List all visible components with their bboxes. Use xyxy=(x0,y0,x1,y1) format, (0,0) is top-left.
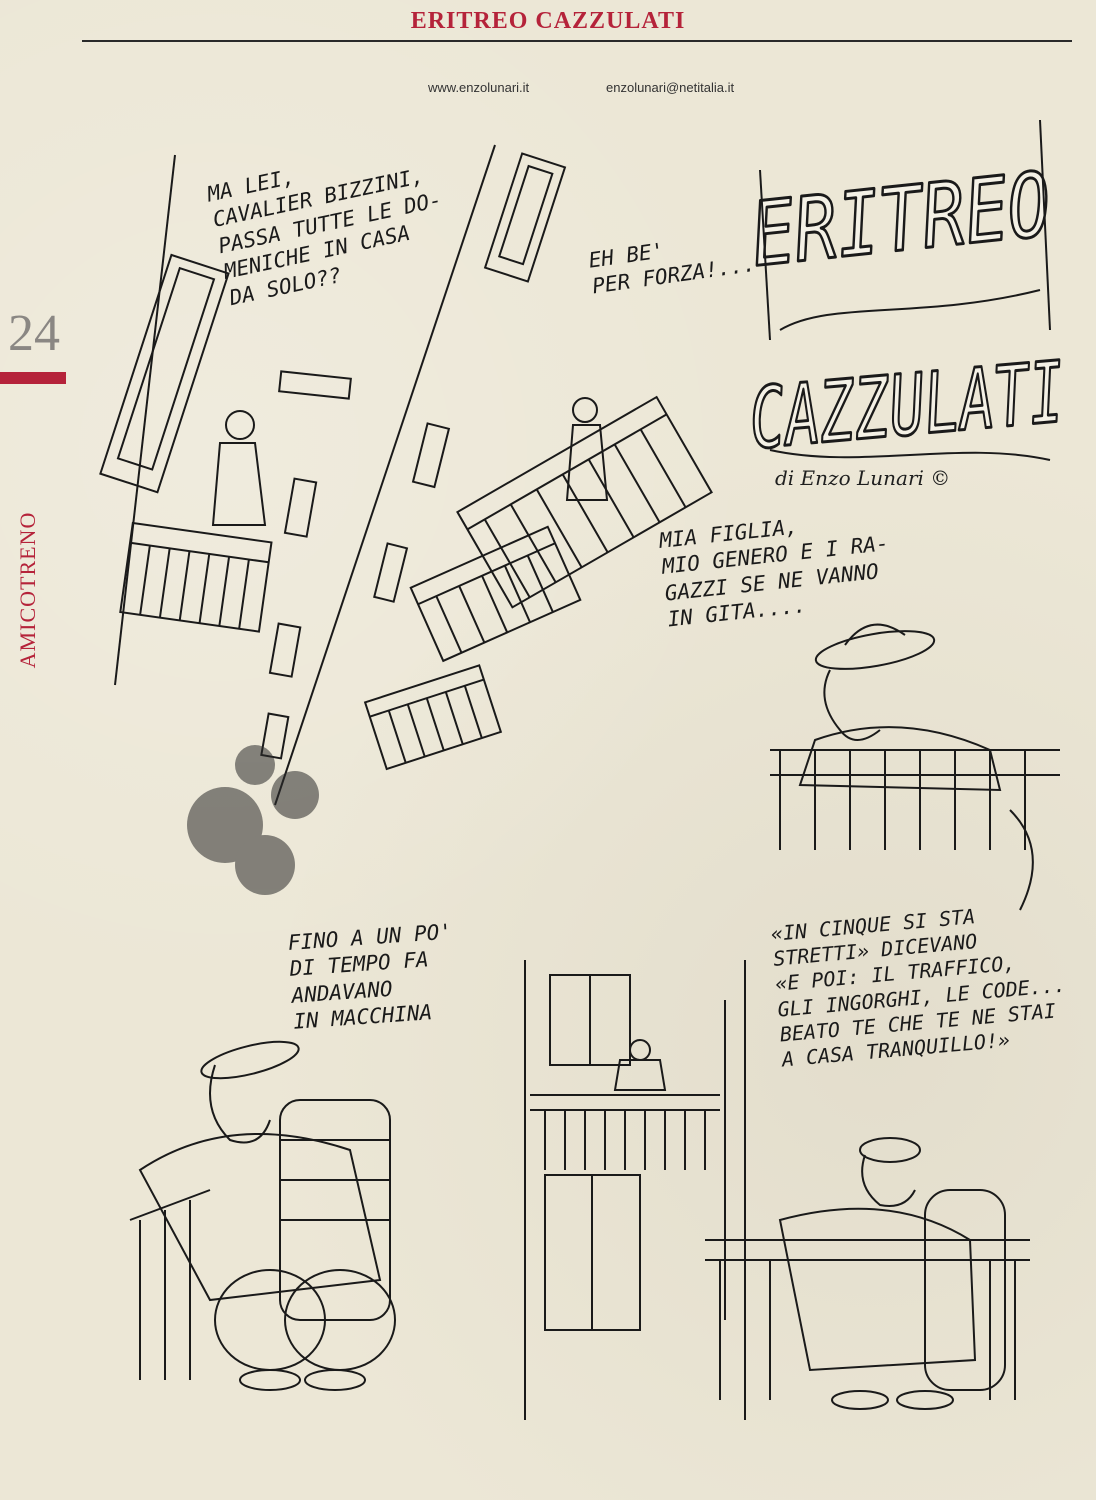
logo-line-2: CAZZULATI xyxy=(746,343,1068,468)
seated-woman-illustration xyxy=(705,1137,1030,1410)
logo-line-1: ERITREO xyxy=(746,153,1055,287)
speech-balloon-car: FINO A UN PO' DI TEMPO FA ANDAVANO IN MA… xyxy=(287,919,453,1035)
section-label: AMICOTRENO xyxy=(15,511,40,669)
page-header-title: ERITREO CAZZULATI xyxy=(410,8,686,34)
seated-man-illustration xyxy=(129,1040,396,1391)
header-rule xyxy=(82,40,1072,42)
speech-balloon-traffic: «IN CINQUE SI STA STRETTI» DICEVANO «E P… xyxy=(770,904,1067,1072)
section-color-bar xyxy=(0,372,66,384)
man-with-hat-illustration xyxy=(770,623,1060,911)
building-facade-illustration xyxy=(524,960,746,1420)
author-byline: di Enzo Lunari © xyxy=(775,466,951,490)
website-text: www.enzolunari.it xyxy=(428,80,530,95)
email-text: enzolunari@netitalia.it xyxy=(606,80,735,95)
comic-logo: ERITREO CAZZULATI xyxy=(744,119,1070,470)
page-number: 24 xyxy=(8,305,60,362)
building-balconies-illustration xyxy=(99,144,713,895)
